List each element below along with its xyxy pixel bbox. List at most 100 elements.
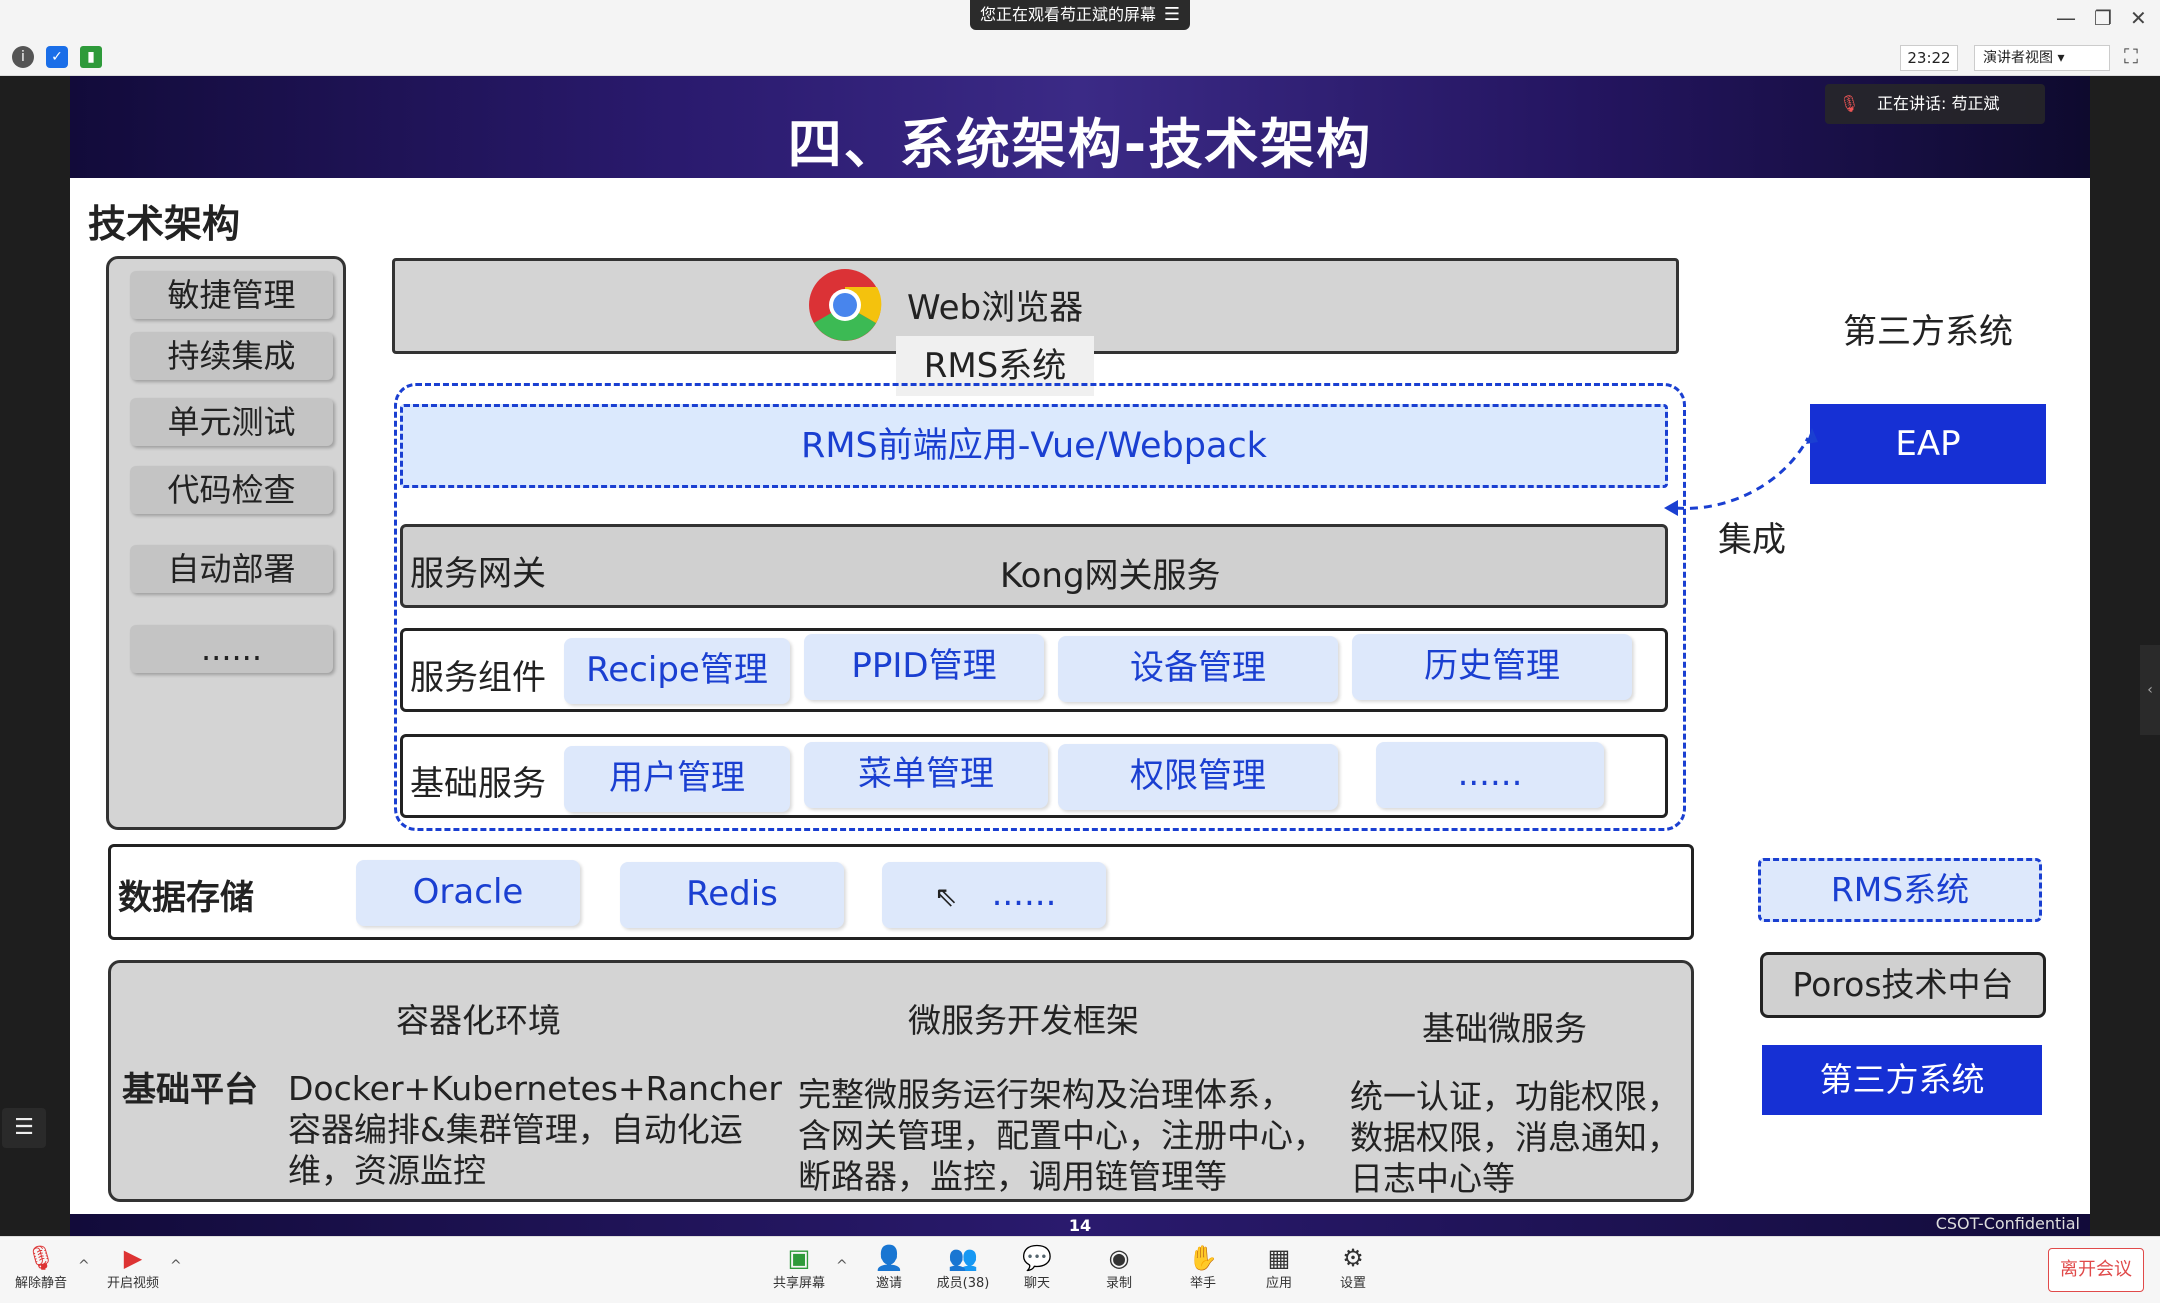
share-label: 共享屏幕 xyxy=(772,1276,825,1291)
base-services-label: 基础服务 xyxy=(410,764,546,804)
shield-icon[interactable]: ✓ xyxy=(46,46,68,68)
integration-label: 集成 xyxy=(1718,520,1786,560)
section-title: 技术架构 xyxy=(88,202,241,246)
platform-line: 数据权限，消息通知， xyxy=(1350,1118,1680,1157)
platform-column-head: 基础微服务 xyxy=(1422,1009,1587,1048)
unmute-label: 解除静音 xyxy=(14,1276,67,1291)
legend-poros: Poros技术中台 xyxy=(1760,952,2046,1018)
frontend-layer: RMS前端应用-Vue/Webpack xyxy=(400,404,1668,488)
platform-column-text: 统一认证，功能权限， 数据权限，消息通知， 日志中心等 xyxy=(1350,1076,1680,1199)
component-item: 设备管理 xyxy=(1058,636,1338,702)
storage-item: ...... xyxy=(882,862,1106,928)
list-menu-icon[interactable]: ☰ xyxy=(2,1108,46,1148)
start-video-button[interactable]: ▶ 开启视频 xyxy=(98,1244,168,1291)
leave-meeting-button[interactable]: 离开会议 xyxy=(2048,1248,2144,1292)
devops-item: 单元测试 xyxy=(130,398,333,446)
platform-column-head: 微服务开发框架 xyxy=(908,1001,1139,1040)
unmute-button[interactable]: 🎙 解除静音 xyxy=(6,1244,76,1291)
close-icon[interactable]: ✕ xyxy=(2130,6,2147,30)
devops-item: 持续集成 xyxy=(130,332,333,380)
chevron-up-icon[interactable]: ^ xyxy=(78,1258,90,1274)
view-mode-dropdown[interactable]: 演讲者视图 ▾ xyxy=(1974,45,2110,71)
chevron-up-icon[interactable]: ^ xyxy=(170,1258,182,1274)
record-icon: ◉ xyxy=(1108,1244,1130,1272)
base-service-item: 权限管理 xyxy=(1058,744,1338,810)
meeting-toolbar xyxy=(0,1236,2160,1303)
members-label: 成员(38) xyxy=(936,1276,990,1291)
slide-header-banner xyxy=(70,76,2090,178)
minimize-icon[interactable]: — xyxy=(2056,6,2076,30)
raise-hand-label: 举手 xyxy=(1189,1276,1216,1291)
component-item: 历史管理 xyxy=(1352,634,1632,700)
settings-button[interactable]: ⚙ 设置 xyxy=(1318,1244,1388,1291)
menu-icon[interactable]: ☰ xyxy=(1163,4,1180,25)
mic-off-icon: 🎙 xyxy=(25,1244,57,1272)
base-platform-panel xyxy=(108,960,1694,1202)
component-item: PPID管理 xyxy=(804,634,1044,700)
share-screen-button[interactable]: ▣ 共享屏幕 xyxy=(764,1244,834,1291)
legend-third-party: 第三方系统 xyxy=(1762,1045,2042,1115)
devops-item: 敏捷管理 xyxy=(130,271,333,319)
active-speaker-indicator: 🎙 正在讲话: 苟正斌 xyxy=(1825,84,2045,124)
platform-line: Docker+Kubernetes+Rancher xyxy=(288,1069,782,1108)
chat-icon: 💬 xyxy=(1022,1244,1052,1272)
video-label: 开启视频 xyxy=(106,1276,159,1291)
invite-icon: 👤 xyxy=(874,1244,904,1272)
record-button[interactable]: ◉ 录制 xyxy=(1084,1244,1154,1291)
gateway-label: 服务网关 xyxy=(410,554,546,594)
view-mode-label: 演讲者视图 xyxy=(1983,50,2053,66)
devops-item: 代码检查 xyxy=(130,466,333,514)
mouse-cursor-icon: ⇖ xyxy=(934,880,958,913)
share-banner-text: 您正在观看苟正斌的屏幕 xyxy=(980,5,1157,24)
slide-footer xyxy=(70,1214,2090,1236)
storage-label: 数据存储 xyxy=(118,878,254,918)
rms-system-container xyxy=(394,383,1686,831)
apps-icon: ▦ xyxy=(1267,1244,1291,1272)
signal-icon[interactable]: ▮ xyxy=(80,46,102,68)
members-icon: 👥 xyxy=(948,1244,978,1272)
platform-column-text: 完整微服务运行架构及治理体系， 含网关管理，配置中心，注册中心， 断路器，监控，… xyxy=(798,1074,1358,1197)
chevron-up-icon[interactable]: ^ xyxy=(836,1258,848,1274)
side-panel-toggle[interactable]: ‹ xyxy=(2140,645,2160,735)
platform-label: 基础平台 xyxy=(122,1070,258,1110)
info-icon[interactable]: i xyxy=(12,46,34,68)
record-label: 录制 xyxy=(1105,1276,1132,1291)
chat-label: 聊天 xyxy=(1023,1276,1050,1291)
platform-line: 容器编排&集群管理，自动化运 xyxy=(288,1110,743,1149)
base-service-item: 用户管理 xyxy=(564,746,790,812)
fullscreen-icon[interactable]: ⛶ xyxy=(2124,44,2138,68)
members-button[interactable]: 👥 成员(38) xyxy=(928,1244,998,1291)
confidential-label: CSOT-Confidential xyxy=(1935,1214,2080,1233)
platform-line: 断路器，监控，调用链管理等 xyxy=(798,1157,1227,1196)
platform-line: 统一认证，功能权限， xyxy=(1350,1077,1680,1116)
platform-line: 含网关管理，配置中心，注册中心， xyxy=(798,1116,1326,1155)
devops-item: 自动部署 xyxy=(130,545,333,593)
speaker-text: 正在讲话: 苟正斌 xyxy=(1877,94,2000,113)
page-number: 14 xyxy=(1068,1216,1092,1235)
eap-box: EAP xyxy=(1810,404,2046,484)
base-service-item: 菜单管理 xyxy=(804,742,1048,808)
platform-column-text: Docker+Kubernetes+Rancher 容器编排&集群管理，自动化运… xyxy=(288,1068,788,1191)
platform-line: 维，资源监控 xyxy=(288,1151,486,1190)
meeting-info-bar xyxy=(0,38,2160,76)
apps-label: 应用 xyxy=(1265,1276,1292,1291)
apps-button[interactable]: ▦ 应用 xyxy=(1244,1244,1314,1291)
third-party-title: 第三方系统 xyxy=(1843,312,2013,352)
meeting-clock: 23:22 xyxy=(1900,45,1958,71)
component-item: Recipe管理 xyxy=(564,638,790,704)
restore-icon[interactable]: ❐ xyxy=(2094,6,2112,30)
platform-line: 日志中心等 xyxy=(1350,1159,1515,1198)
gear-icon: ⚙ xyxy=(1342,1244,1364,1272)
raise-hand-button[interactable]: ✋ 举手 xyxy=(1168,1244,1238,1291)
storage-item: Oracle xyxy=(356,860,580,926)
devops-item: ...... xyxy=(130,625,333,673)
platform-column-head: 容器化环境 xyxy=(396,1001,561,1040)
storage-item: Redis xyxy=(620,862,844,928)
share-banner[interactable]: 您正在观看苟正斌的屏幕 ☰ xyxy=(970,0,1190,30)
share-screen-icon: ▣ xyxy=(787,1244,811,1272)
integration-arrow xyxy=(1664,428,1818,516)
chat-button[interactable]: 💬 聊天 xyxy=(1002,1244,1072,1291)
invite-button[interactable]: 👤 邀请 xyxy=(854,1244,924,1291)
hand-icon: ✋ xyxy=(1188,1244,1218,1272)
gateway-layer xyxy=(400,524,1668,608)
